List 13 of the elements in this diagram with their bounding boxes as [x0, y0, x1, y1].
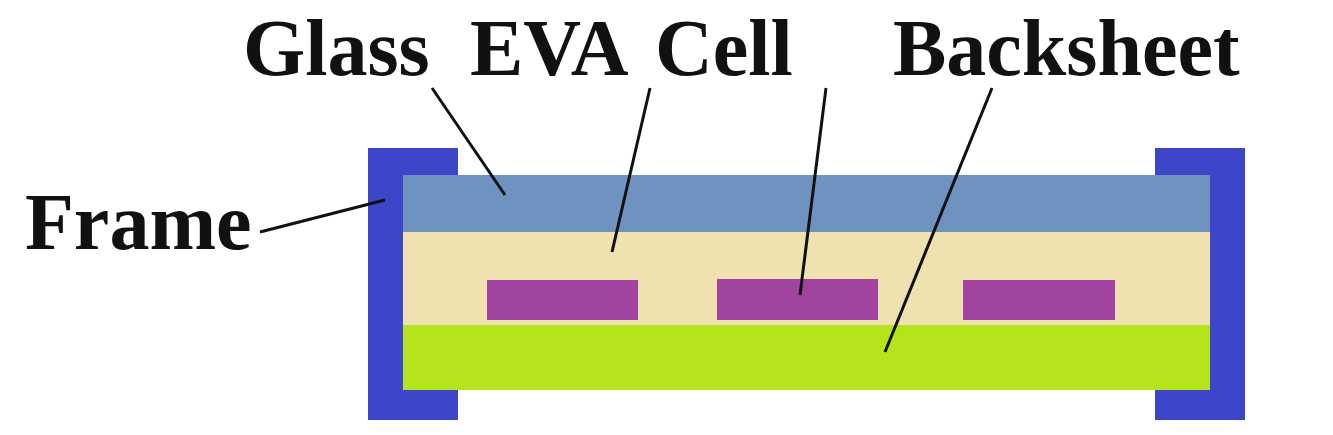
leader-line [430, 87, 507, 196]
leader-line [610, 87, 652, 253]
solar-cell [717, 279, 878, 320]
leader-line [259, 198, 386, 234]
part-label: Backsheet [893, 8, 1240, 88]
backsheet-layer [403, 325, 1212, 390]
part-label: Cell [655, 8, 793, 88]
leader-line [883, 87, 994, 353]
glass-layer [403, 175, 1212, 232]
part-label: EVA [470, 8, 629, 88]
leader-line [798, 87, 828, 296]
part-label: Glass [243, 8, 430, 88]
part-label: Frame [25, 182, 252, 262]
